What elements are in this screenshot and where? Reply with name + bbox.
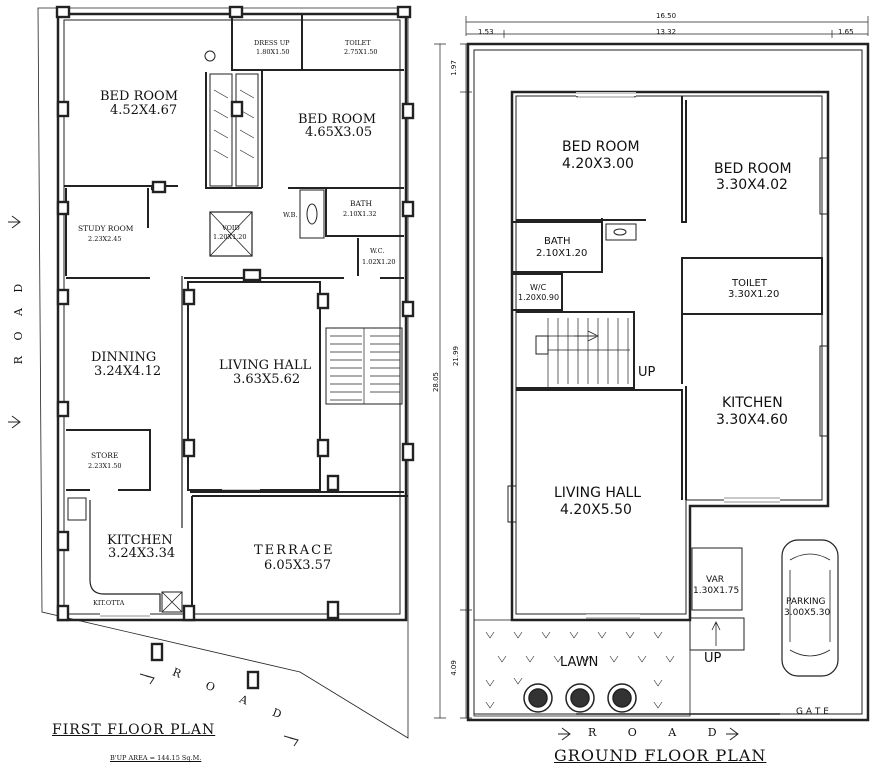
ff-bedroom-1-dim: 4.52X4.67 <box>110 103 178 118</box>
gf-bath-dim: 2.10X1.20 <box>536 248 588 259</box>
ff-living-name: LIVING HALL <box>219 358 312 373</box>
gf-gate-label: G A T E <box>796 707 829 717</box>
ff-wc-name: W.C. <box>370 247 385 255</box>
gf-parking-dim: 3.00X5.30 <box>784 608 831 618</box>
lawn-trees <box>523 683 637 713</box>
ff-toilet-name: TOILET <box>345 39 371 47</box>
ff-area: B'UP AREA = 144.15 Sq.M. <box>110 754 202 762</box>
ff-terrace-name: TERRACE <box>254 543 335 558</box>
ff-terrace-dim: 6.05X3.57 <box>264 558 332 573</box>
ff-bedroom-2-name: BED ROOM <box>298 112 377 127</box>
ff-store-dim: 2.23X1.50 <box>88 462 122 470</box>
first-floor-road-arrows <box>8 215 299 747</box>
gf-bath-name: BATH <box>544 236 571 247</box>
gf-toilet-name: TOILET <box>732 278 767 289</box>
ff-title: FIRST FLOOR PLAN <box>52 722 216 738</box>
ff-dressup-name: DRESS UP <box>254 39 290 47</box>
gf-bedroom-2-name: BED ROOM <box>714 161 792 177</box>
gf-stair-up-label: UP <box>638 365 656 380</box>
ground-floor-dimension-lines <box>434 16 869 719</box>
ff-dinning-dim: 3.24X4.12 <box>94 364 162 379</box>
gf-var-dim: 1.30X1.75 <box>693 586 740 596</box>
first-floor-columns <box>55 5 415 690</box>
ground-floor-walls <box>466 42 870 722</box>
gf-title: GROUND FLOOR PLAN <box>554 746 767 765</box>
gf-dim-total-width: 16.50 <box>656 12 677 20</box>
gf-bedroom-1-name: BED ROOM <box>562 139 640 155</box>
ff-bath-name: BATH <box>350 199 373 208</box>
ff-void-name: VOID <box>222 224 240 232</box>
gf-living-dim: 4.20X5.50 <box>560 502 632 518</box>
ff-dinning-name: DINNING <box>91 350 157 365</box>
ff-toilet-dim: 2.75X1.50 <box>344 48 378 56</box>
gf-kitchen-name: KITCHEN <box>722 395 783 411</box>
gf-dim-middle: 13.32 <box>656 28 677 36</box>
gf-bedroom-2-dim: 3.30X4.02 <box>716 177 788 193</box>
gf-dim-right: 1.65 <box>838 28 854 36</box>
gf-dim-top: 1.97 <box>449 60 458 76</box>
gf-toilet-dim: 3.30X1.20 <box>728 289 780 300</box>
ff-study-dim: 2.23X2.45 <box>88 235 122 243</box>
ff-dressup-dim: 1.80X1.50 <box>256 48 290 56</box>
gf-kitchen-dim: 3.30X4.60 <box>716 412 788 428</box>
gf-var-name: VAR <box>706 575 724 585</box>
ff-bath-dim: 2.10X1.32 <box>343 210 377 218</box>
gf-entry-up-label: UP <box>704 651 722 666</box>
ff-wb-label: W.B. <box>283 211 298 219</box>
ff-study-name: STUDY ROOM <box>78 224 134 233</box>
ff-wc-dim: 1.02X1.20 <box>362 258 396 266</box>
gf-parking-name: PARKING <box>786 597 826 607</box>
ground-floor-road-arrows <box>558 727 739 741</box>
first-floor-walls <box>37 7 409 739</box>
ff-kit-otta: KIT.OTTA <box>93 599 125 607</box>
ff-bedroom-2-dim: 4.65X3.05 <box>305 125 373 140</box>
ff-road-vertical: R O A D <box>12 277 26 365</box>
gf-wc-name: W/C <box>530 283 547 292</box>
ff-bedroom-1-name: BED ROOM <box>100 89 179 104</box>
ff-living-dim: 3.63X5.62 <box>233 372 301 387</box>
gf-dim-bottom: 4.09 <box>449 660 458 676</box>
ff-kitchen-name: KITCHEN <box>107 533 173 548</box>
gf-wc-dim: 1.20X0.90 <box>518 293 560 302</box>
gf-lawn-label: LAWN <box>560 655 599 670</box>
gf-dim-house: 21.99 <box>452 345 461 367</box>
ff-store-name: STORE <box>91 451 119 460</box>
gf-living-name: LIVING HALL <box>554 485 642 501</box>
gf-dim-left: 1.53 <box>478 28 494 36</box>
gf-road-label: R O A D <box>588 726 731 739</box>
ff-void-dim: 1.20X1.20 <box>213 233 247 241</box>
gf-bedroom-1-dim: 4.20X3.00 <box>562 156 634 172</box>
lawn-pattern <box>485 631 675 709</box>
ff-kitchen-dim: 3.24X3.34 <box>108 546 176 561</box>
gf-dim-total-depth: 28.05 <box>432 371 441 393</box>
